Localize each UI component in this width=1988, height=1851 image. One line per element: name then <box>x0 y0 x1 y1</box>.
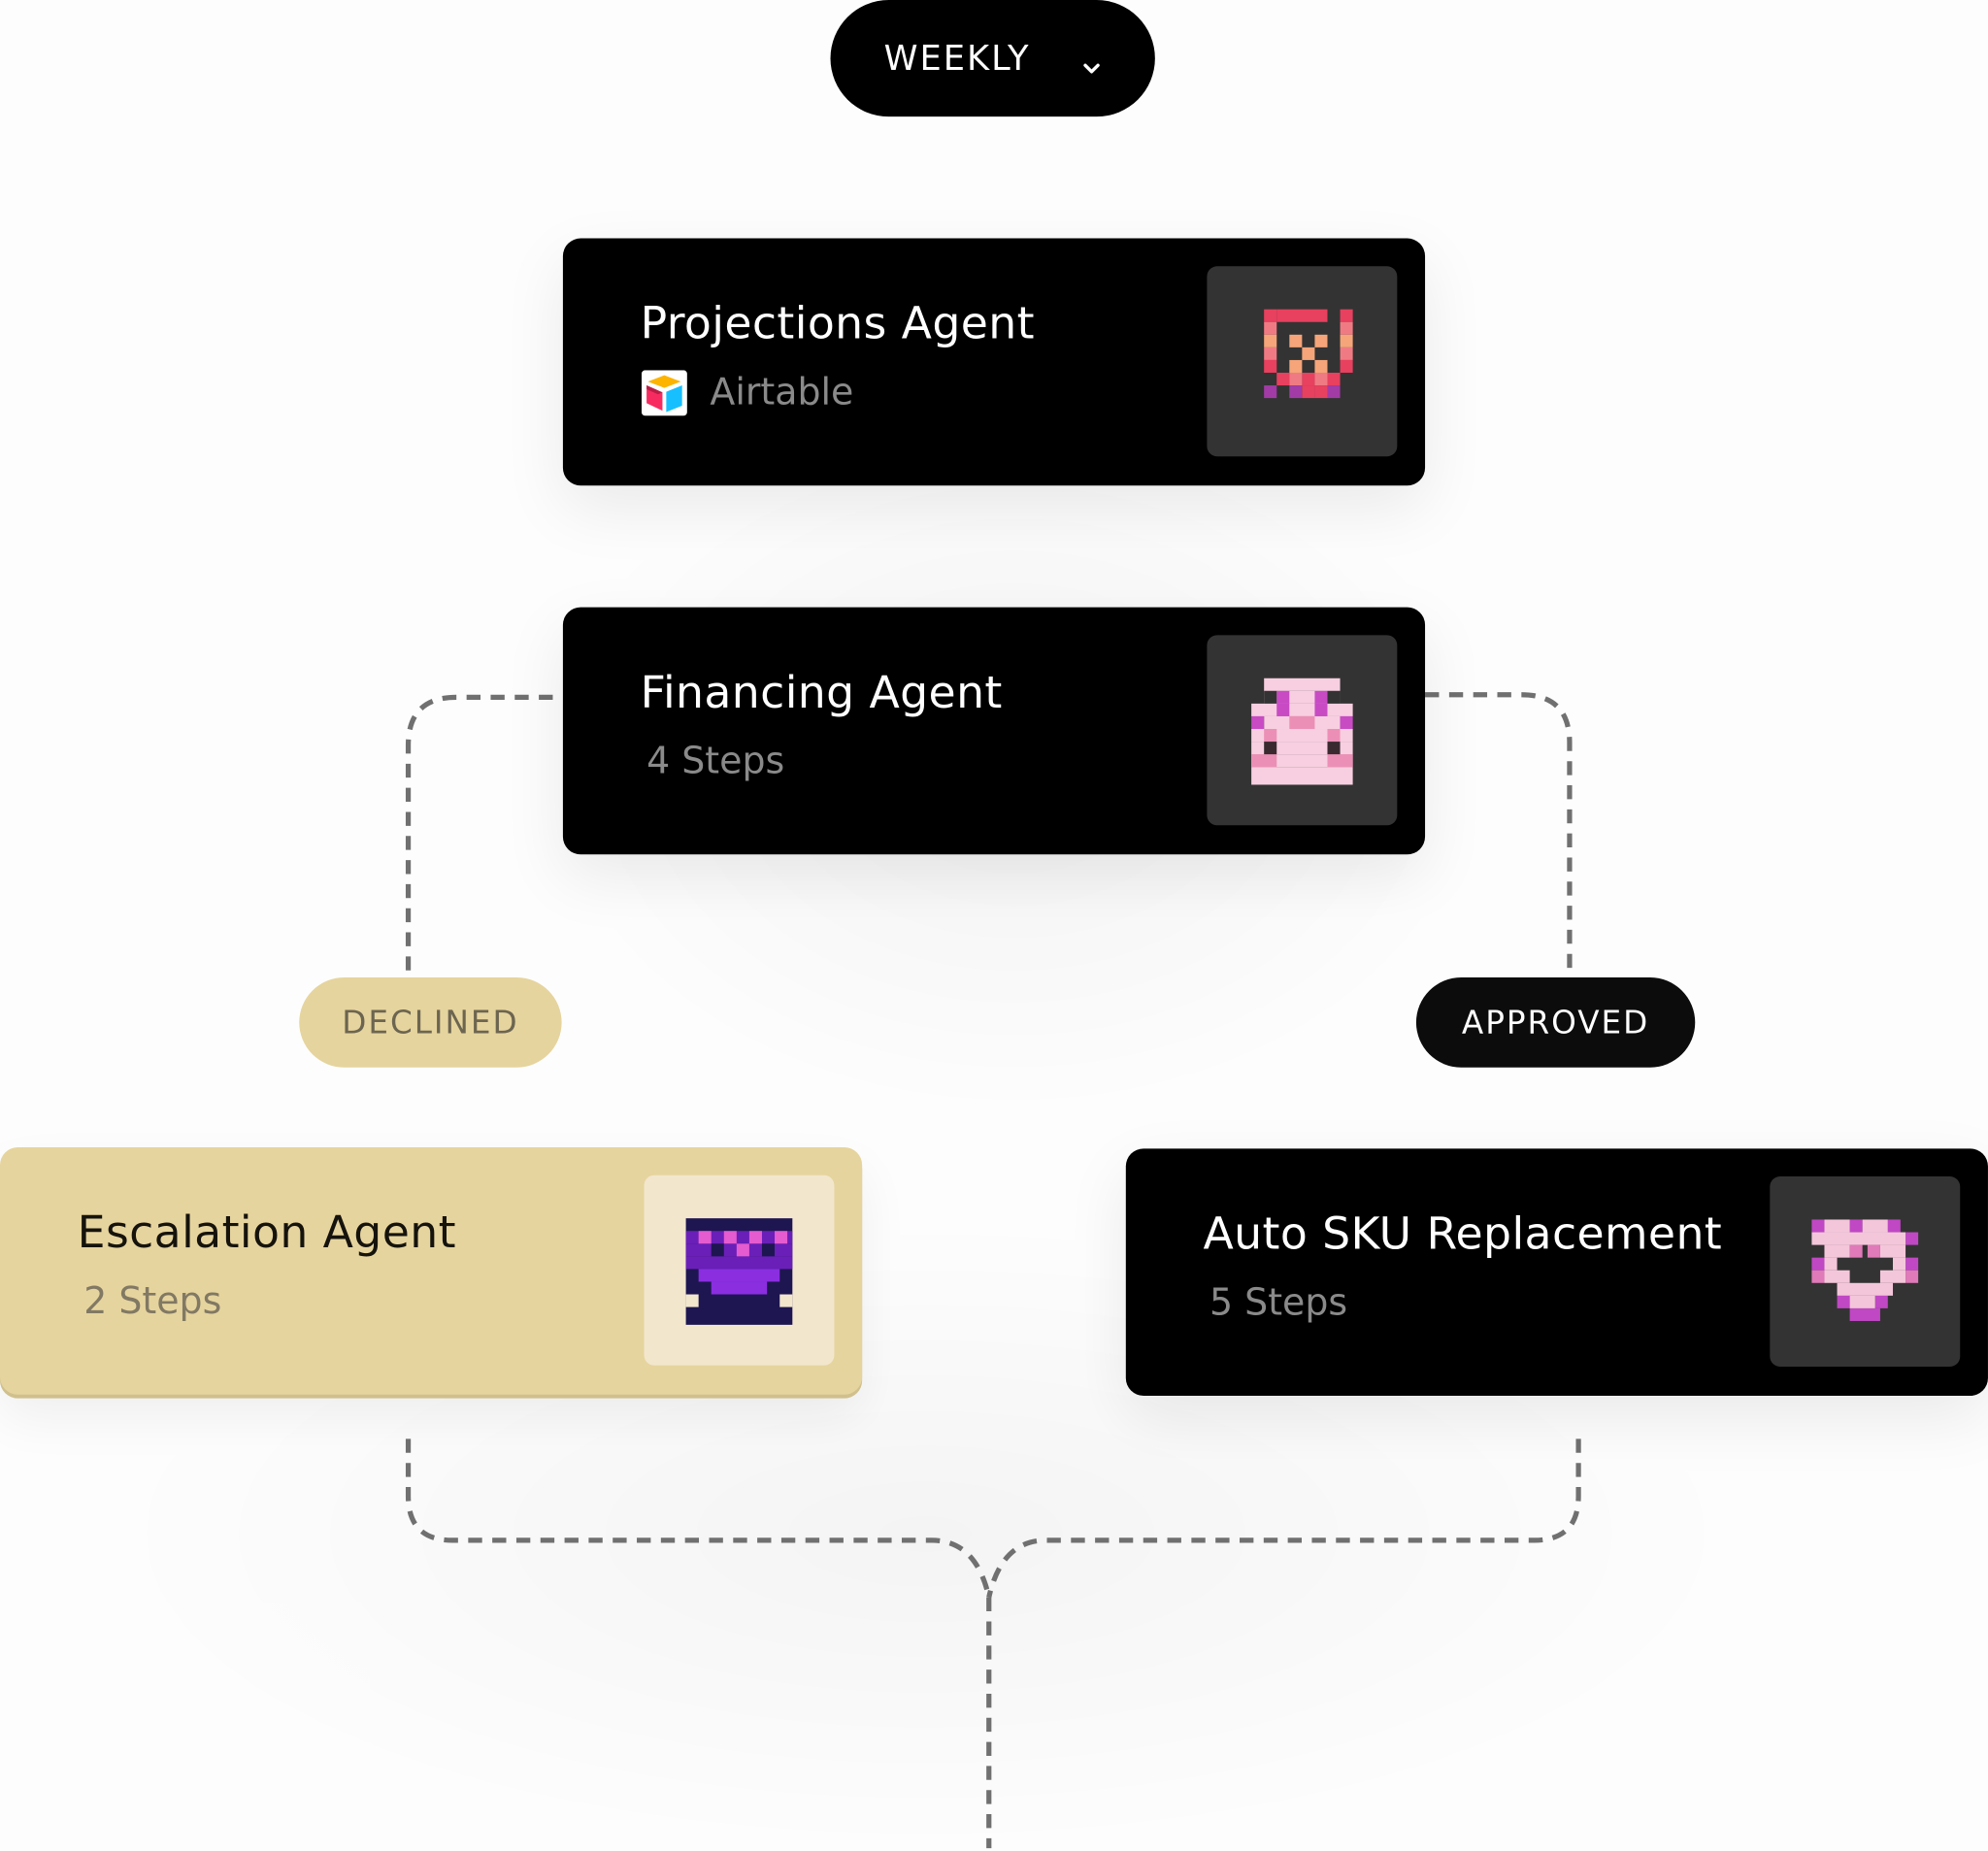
integration-label: Airtable <box>710 370 854 413</box>
step-count: 4 Steps <box>646 739 785 782</box>
pixel-avatar-icon <box>1251 678 1353 785</box>
chevron-down-icon <box>1081 49 1102 74</box>
agent-avatar <box>644 1174 835 1366</box>
connector-merge-left <box>405 1438 992 1599</box>
card-title: Financing Agent <box>640 668 1003 719</box>
step-count: 2 Steps <box>83 1278 222 1323</box>
pixel-avatar-icon <box>1264 309 1353 399</box>
connector-declined <box>405 694 553 976</box>
projections-agent-card[interactable]: Projections Agent Airtable <box>562 238 1426 486</box>
pixel-avatar-icon <box>685 1218 793 1325</box>
branch-declined-label[interactable]: DECLINED <box>299 977 562 1068</box>
card-title: Escalation Agent <box>77 1207 456 1259</box>
branch-label-text: DECLINED <box>342 1004 519 1041</box>
branch-approved-label[interactable]: APPROVED <box>1415 977 1696 1068</box>
escalation-agent-card[interactable]: Escalation Agent 2 Steps <box>0 1147 863 1395</box>
connector-approved <box>1425 692 1573 976</box>
financing-agent-card[interactable]: Financing Agent 4 Steps <box>562 607 1426 855</box>
pixel-avatar-icon <box>1811 1219 1919 1321</box>
agent-avatar <box>1207 266 1398 457</box>
auto-sku-replacement-card[interactable]: Auto SKU Replacement 5 Steps <box>1125 1148 1988 1397</box>
agent-avatar <box>1770 1176 1961 1367</box>
frequency-label: WEEKLY <box>883 38 1031 79</box>
branch-label-text: APPROVED <box>1461 1004 1650 1041</box>
connector-merge-right <box>986 1438 1581 1599</box>
agent-avatar <box>1207 635 1398 826</box>
card-title: Auto SKU Replacement <box>1203 1209 1723 1261</box>
card-title: Projections Agent <box>640 299 1035 350</box>
frequency-dropdown[interactable]: WEEKLY <box>830 0 1155 117</box>
step-count: 5 Steps <box>1209 1280 1348 1324</box>
airtable-logo-icon <box>641 370 687 416</box>
